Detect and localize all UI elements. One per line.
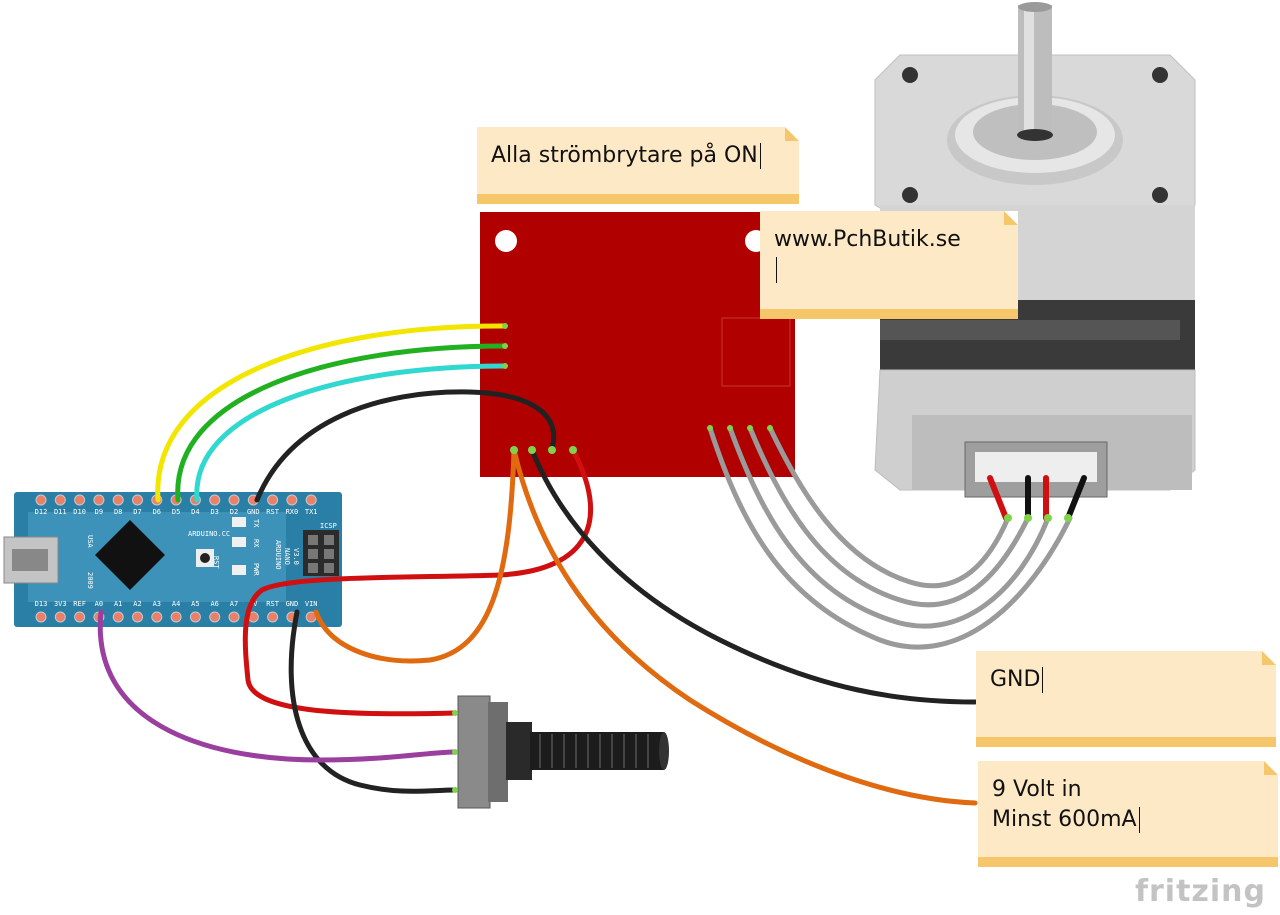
top-pin-label: RX0 <box>286 508 299 516</box>
note-gnd[interactable]: GND <box>976 651 1276 747</box>
top-pin <box>209 494 221 506</box>
wire-red-5v <box>242 447 594 717</box>
top-pin-label: D9 <box>95 508 103 516</box>
model-line1: ARDUINO <box>274 540 282 570</box>
top-pin <box>93 494 105 506</box>
top-pin-label: GND <box>247 508 260 516</box>
fritzing-logo: fritzing <box>1134 874 1266 909</box>
icsp-label: ICSP <box>320 522 337 530</box>
note-power-line2: Minst 600mA <box>992 807 1137 832</box>
note-power-line1: 9 Volt in <box>992 777 1082 802</box>
bottom-pin-label: VIN <box>305 600 318 608</box>
bottom-pin-label: D13 <box>35 600 48 608</box>
bottom-pin-label: A1 <box>114 600 122 608</box>
top-pin-label: D10 <box>73 508 86 516</box>
bottom-pin <box>132 611 143 623</box>
bottom-pin <box>151 611 163 623</box>
note-website-text: www.PchButik.se <box>774 227 961 252</box>
top-pin <box>132 494 143 506</box>
top-pin <box>54 494 66 506</box>
top-pin <box>112 494 124 506</box>
bottom-pin-label: A5 <box>191 600 199 608</box>
bottom-pin-label: RST <box>266 600 279 608</box>
wire-black-gnd-supply <box>529 447 978 705</box>
note-switches[interactable]: Alla strömbrytare på ON <box>477 127 799 204</box>
wire-gray-2 <box>727 425 1051 629</box>
bottom-pin-label: A4 <box>172 600 180 608</box>
wire-black-gnd-pot <box>288 609 458 794</box>
motor-lead-black-2 <box>1065 475 1087 521</box>
bottom-pin <box>35 611 47 623</box>
bottom-pin-label: GND <box>286 600 299 608</box>
top-pin <box>35 494 47 506</box>
bottom-pin <box>228 611 240 623</box>
bottom-pin-label: A6 <box>210 600 218 608</box>
note-power[interactable]: 9 Volt in Minst 600mA <box>978 761 1278 867</box>
wire-gray-1 <box>707 425 1073 650</box>
note-website[interactable]: www.PchButik.se <box>760 211 1018 319</box>
bottom-pin <box>74 611 86 623</box>
wire-green <box>175 343 508 503</box>
top-pin-label: D2 <box>230 508 238 516</box>
bottom-pin <box>54 611 66 623</box>
bottom-pin <box>267 611 279 623</box>
note-gnd-text: GND <box>990 667 1041 692</box>
wire-gray-3 <box>747 425 1031 608</box>
usa-label: USA <box>86 535 94 548</box>
wire-yellow <box>155 323 508 503</box>
top-pin-label: D3 <box>210 508 218 516</box>
top-pin-label: D12 <box>35 508 48 516</box>
top-pin <box>305 494 317 506</box>
top-pin-label: D5 <box>172 508 180 516</box>
bottom-pin <box>170 611 182 623</box>
top-pin <box>228 494 240 506</box>
brand-label: ARDUINO.CC <box>188 530 230 538</box>
top-pin-label: D11 <box>54 508 67 516</box>
bottom-pin <box>112 611 124 623</box>
bottom-pin-label: REF <box>73 600 86 608</box>
top-pin <box>74 494 86 506</box>
bottom-pin <box>209 611 221 623</box>
top-pin-label: D6 <box>153 508 161 516</box>
bottom-pin-label: 3V3 <box>54 600 67 608</box>
bottom-pin-label: A0 <box>95 600 103 608</box>
top-pin-label: RST <box>266 508 279 516</box>
led-rx-label: RX <box>252 539 260 548</box>
year-label: 2009 <box>86 572 94 589</box>
top-pin <box>286 494 298 506</box>
top-pin <box>267 494 279 506</box>
model-line2: NANO <box>283 548 291 565</box>
stepper-driver-board <box>480 212 795 477</box>
note-switches-text: Alla strömbrytare på ON <box>491 143 758 168</box>
top-pin-label: D4 <box>191 508 199 516</box>
motor-lead-red-1 <box>987 475 1009 521</box>
led-tx-label: TX <box>252 519 260 528</box>
wire-orange-vin <box>313 447 517 664</box>
potentiometer <box>457 695 669 809</box>
wire-orange-9v <box>511 447 978 806</box>
wire-purple-a0 <box>97 609 458 763</box>
bottom-pin-label: A2 <box>133 600 141 608</box>
bottom-pin <box>189 611 201 623</box>
model-line3: V3.0 <box>292 548 300 565</box>
wire-black-gnd-driver <box>254 389 557 503</box>
bottom-pin-label: A3 <box>153 600 161 608</box>
top-pin-label: TX1 <box>305 508 318 516</box>
stepper-motor <box>874 2 1196 498</box>
wire-cyan <box>194 363 508 503</box>
rst-button-label: RST <box>212 556 220 569</box>
bottom-pin-label: A7 <box>230 600 238 608</box>
top-pin-label: D8 <box>114 508 122 516</box>
led-pwr-label: PWR <box>252 563 260 576</box>
wire-gray-4 <box>767 425 1011 589</box>
top-pin-label: D7 <box>133 508 141 516</box>
